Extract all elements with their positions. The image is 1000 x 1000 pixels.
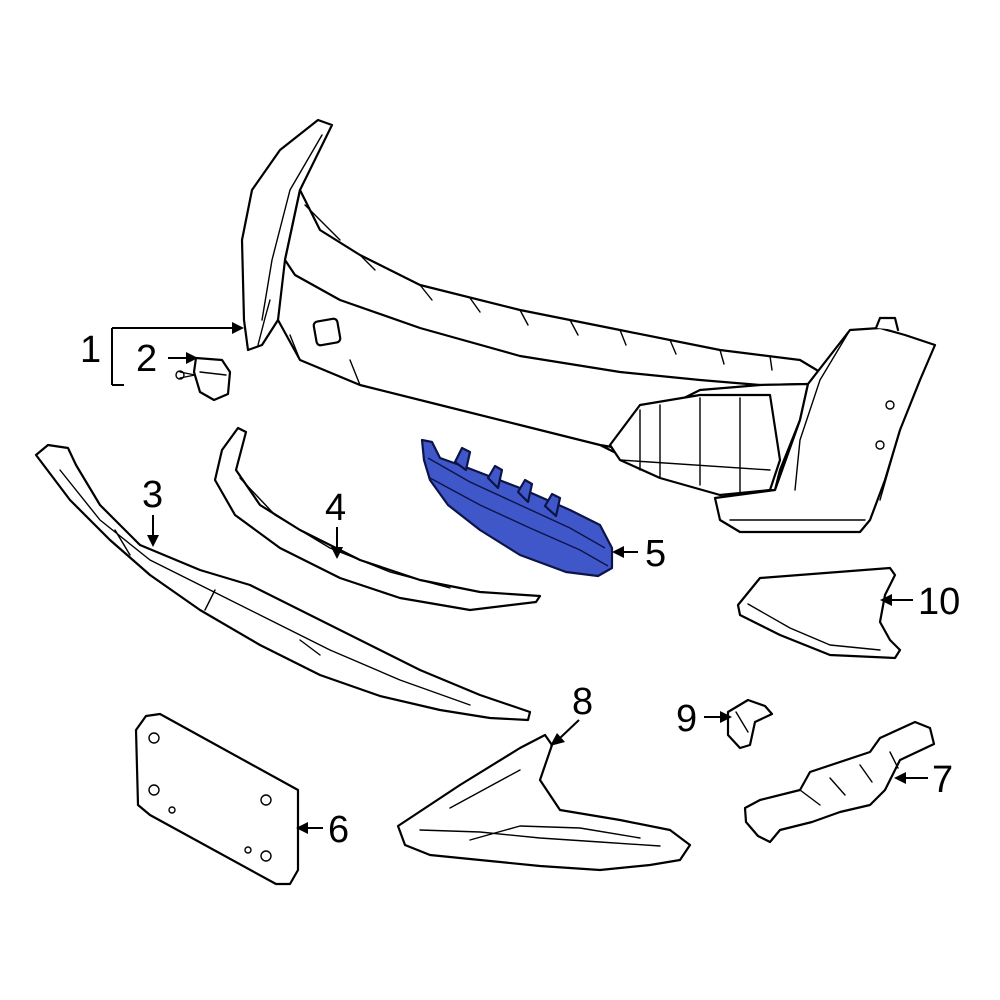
air-deflector[interactable]	[420, 438, 614, 578]
bumper-cover[interactable]	[240, 118, 937, 534]
callout-5: 5	[645, 533, 666, 575]
callout-6: 6	[328, 809, 349, 851]
callout-2: 2	[136, 338, 157, 380]
lower-valance[interactable]	[34, 443, 532, 722]
leader-lines	[111, 322, 928, 834]
sensor-bracket[interactable]	[175, 356, 232, 402]
license-plate-bracket[interactable]	[134, 712, 300, 886]
callout-4: 4	[325, 487, 346, 529]
callout-7: 7	[932, 759, 953, 801]
retaining-clip[interactable]	[726, 698, 774, 750]
callout-1: 1	[80, 329, 101, 371]
callout-3: 3	[142, 474, 163, 516]
callout-8: 8	[572, 681, 593, 723]
fog-lamp-cover[interactable]	[736, 566, 902, 660]
callout-9: 9	[676, 698, 697, 740]
reinforcement-bracket[interactable]	[743, 720, 936, 844]
lower-air-guide[interactable]	[396, 733, 692, 872]
grille-trim-strip[interactable]	[213, 426, 542, 612]
callout-10: 10	[918, 581, 960, 623]
